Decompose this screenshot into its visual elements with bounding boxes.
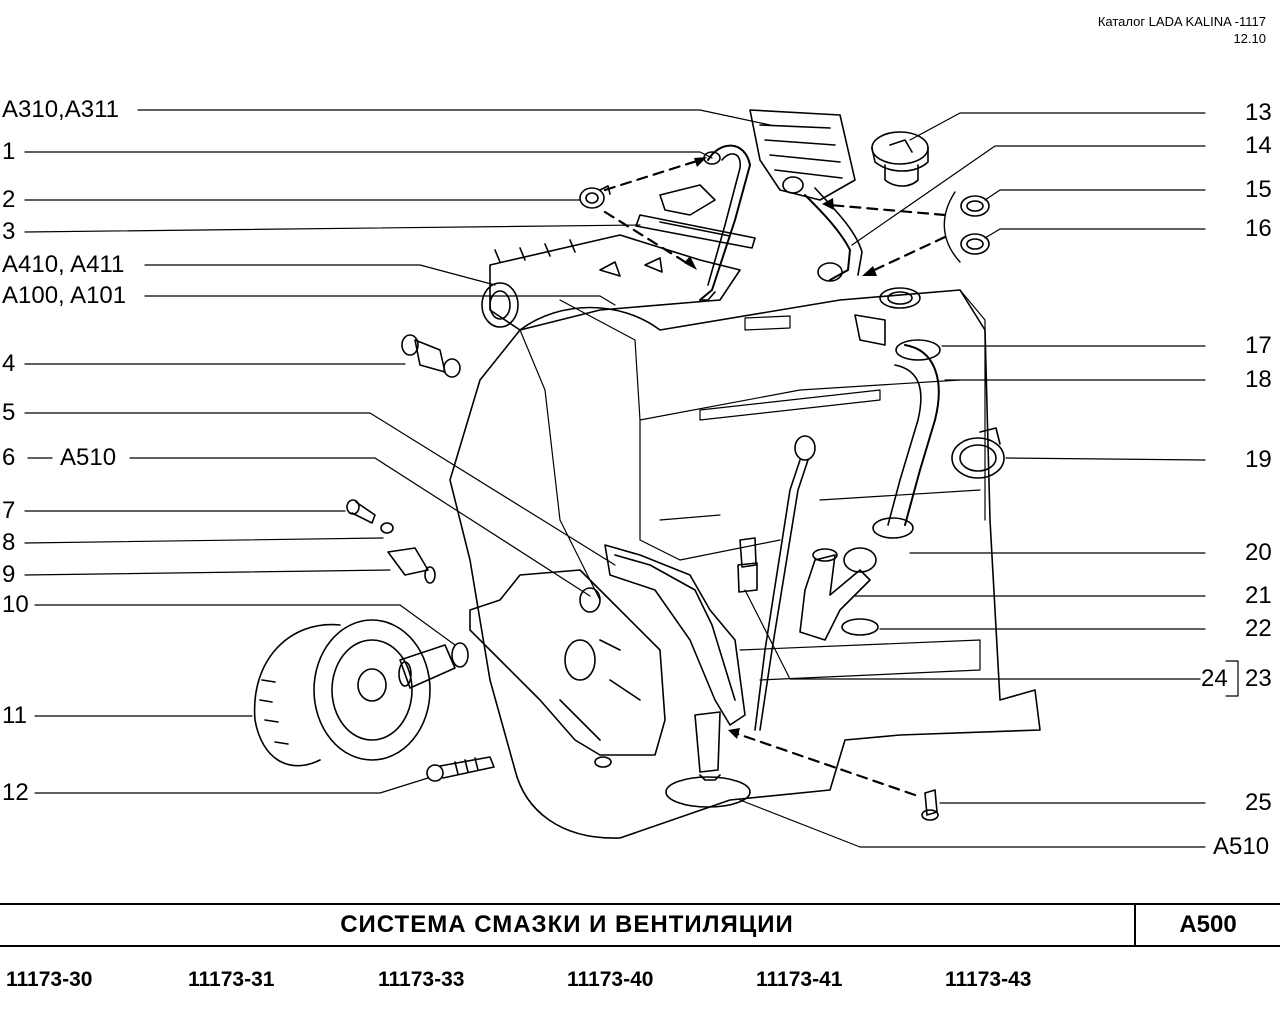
callout-18: 18 (1245, 366, 1272, 393)
callout-7: 7 (2, 497, 16, 524)
callout-25: 25 (1245, 789, 1272, 816)
callout-5: 5 (2, 399, 16, 426)
clamp-16 (960, 233, 990, 255)
callout-15: 15 (1245, 176, 1272, 203)
cylinder-head (481, 234, 741, 331)
bolt-25 (921, 789, 939, 821)
callout-11: 11 (2, 702, 27, 729)
callout-17: 17 (1245, 332, 1272, 359)
oil-strainer (665, 711, 751, 808)
callout-13: 13 (1245, 99, 1272, 126)
callout-14: 14 (1245, 132, 1272, 159)
oil-pump-assembly (469, 544, 746, 768)
sensor-9 (387, 547, 436, 584)
bolt-12 (426, 756, 495, 782)
clamp-19 (951, 427, 1005, 479)
callout-3: 3 (2, 218, 16, 245)
model-code: 11173-31 (188, 968, 275, 991)
callout-9: 9 (2, 561, 16, 588)
callout-8: 8 (2, 529, 16, 556)
callout-1: 1 (2, 138, 16, 165)
callout-a510-right: A510 (1213, 833, 1270, 860)
callout-2: 2 (2, 186, 16, 213)
callout-a410-a411: A410, A411 (2, 251, 125, 278)
callout-24: 24 (1201, 665, 1228, 692)
vent-hose-14 (782, 176, 863, 282)
leader-lines-right (739, 112, 1239, 848)
title-divider (1134, 905, 1136, 945)
model-codes: 11173-30 11173-31 11173-33 11173-40 1117… (0, 968, 1280, 998)
model-code: 11173-30 (6, 968, 93, 991)
washer-8 (380, 522, 394, 534)
callout-22: 22 (1245, 615, 1272, 642)
tie-strap-3 (635, 214, 756, 249)
callout-4: 4 (2, 350, 16, 377)
oil-separator-21 (799, 547, 877, 641)
sensor-24 (737, 537, 758, 593)
model-code: 11173-41 (756, 968, 843, 991)
arrow-heads (684, 157, 877, 739)
model-code: 11173-40 (567, 968, 654, 991)
oil-dipstick (754, 435, 816, 731)
section-code: A500 (1179, 911, 1237, 938)
oil-filter-11 (253, 619, 431, 767)
callout-12: 12 (2, 779, 29, 806)
assembly-arrows (603, 158, 947, 797)
oil-pressure-sensor-4 (401, 334, 461, 378)
callout-20: 20 (1245, 539, 1272, 566)
catalog-date: 12.10 (1233, 31, 1266, 46)
oil-filler-cap-13 (871, 131, 929, 187)
model-code: 11173-43 (945, 968, 1032, 991)
callout-a510-left: A510 (60, 444, 117, 471)
callout-21: 21 (1245, 582, 1272, 609)
callout-6: 6 (2, 444, 16, 471)
lower-vent-hose-18 (872, 339, 941, 539)
breather-bracket (659, 184, 716, 216)
leader-lines-left (24, 109, 771, 794)
callout-a310-a311: A310,A311 (2, 96, 119, 123)
bolt-7 (346, 499, 376, 524)
callout-a100-a101: A100, A101 (2, 282, 127, 309)
callout-23: 23 (1245, 665, 1272, 692)
section-title: СИСТЕМА СМАЗКИ И ВЕНТИЛЯЦИИ (340, 911, 794, 938)
clamp-15 (960, 195, 990, 217)
callout-16: 16 (1245, 215, 1272, 242)
engine-block (449, 287, 1041, 839)
clamp-group-bracket (943, 191, 961, 263)
air-intake-housing (749, 109, 856, 201)
catalog-header: Каталог LADA KALINA -1117 (1097, 14, 1266, 29)
model-code: 11173-33 (378, 968, 465, 991)
callout-19: 19 (1245, 446, 1272, 473)
exploded-parts-diagram (24, 109, 1239, 848)
o-ring-22 (841, 618, 879, 636)
title-band: СИСТЕМА СМАЗКИ И ВЕНТИЛЯЦИИ A500 (0, 903, 1280, 947)
clamp-2 (579, 185, 611, 209)
vent-hose-1 (699, 144, 751, 301)
filter-fitting-10 (398, 642, 469, 689)
callout-10: 10 (2, 591, 29, 618)
